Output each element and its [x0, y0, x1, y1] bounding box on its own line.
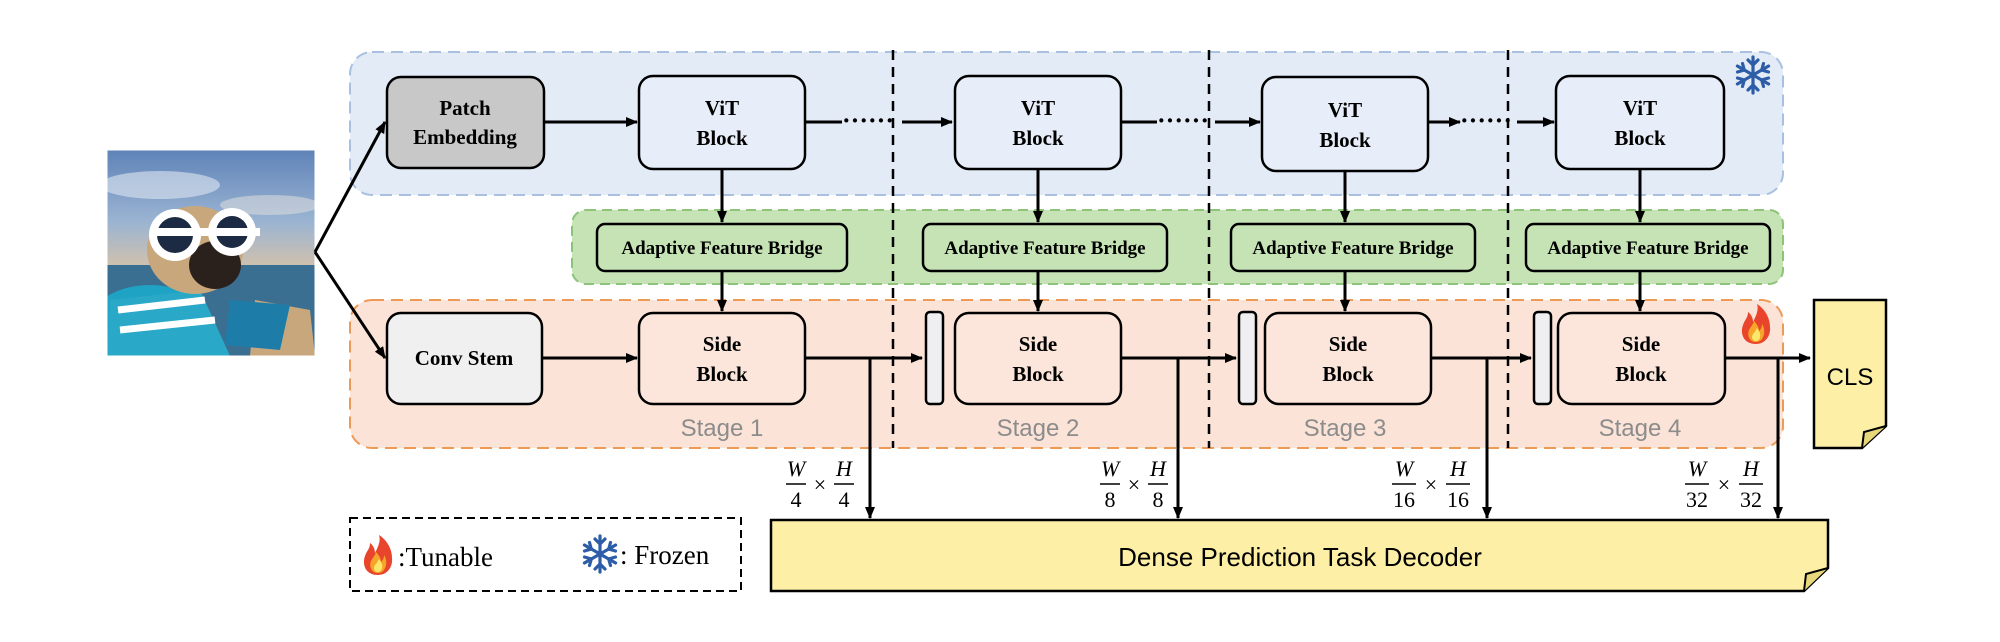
- legend-frozen-label: : Frozen: [620, 540, 710, 570]
- side-block-2-label-1: Side: [1019, 332, 1058, 356]
- decoder-label: Dense Prediction Task Decoder: [1118, 542, 1482, 572]
- side-block-1-label-1: Side: [703, 332, 742, 356]
- res-1-h-den: 4: [839, 487, 850, 512]
- stage-label-4: Stage 4: [1599, 415, 1682, 442]
- res-4-times: ×: [1718, 472, 1730, 497]
- side-block-2: Side Block: [953, 311, 1123, 406]
- res-2-h-den: 8: [1153, 487, 1164, 512]
- conv-stem-box: Conv Stem: [385, 311, 544, 406]
- bridge-4-label: Adaptive Feature Bridge: [1547, 238, 1748, 259]
- resolution-labels: W 4 × H 4 W 8 × H 8 W 16 × H 16 W: [786, 456, 1763, 512]
- vit-block-3-label-2: Block: [1319, 128, 1371, 152]
- vit-block-1-label-1: ViT: [705, 96, 739, 120]
- resolution-2: W 8 × H 8: [1100, 456, 1168, 512]
- patch-embedding-box: Patch Embedding: [385, 75, 546, 170]
- downsample-bar-4: [1532, 310, 1553, 406]
- bridge-region: [571, 209, 1784, 285]
- side-block-4: Side Block: [1556, 311, 1727, 406]
- res-4-w-den: 32: [1686, 487, 1708, 512]
- dense-prediction-decoder: Dense Prediction Task Decoder: [769, 518, 1830, 593]
- bridge-1-label: Adaptive Feature Bridge: [621, 238, 822, 259]
- ellipsis-1: ······: [842, 106, 894, 135]
- stage-labels: Stage 1 Stage 2 Stage 3 Stage 4: [681, 415, 1682, 442]
- ellipsis-2: ······: [1157, 106, 1209, 135]
- res-4-h: H: [1742, 456, 1760, 481]
- vit-block-1-label-2: Block: [696, 126, 748, 150]
- stage-separators: [891, 50, 1510, 448]
- adaptive-feature-bridge-2: Adaptive Feature Bridge: [921, 222, 1169, 273]
- stage-label-2: Stage 2: [997, 415, 1080, 442]
- res-1-w: W: [787, 456, 807, 481]
- stage-label-3: Stage 3: [1304, 415, 1387, 442]
- res-4-h-den: 32: [1740, 487, 1762, 512]
- side-block-4-label-2: Block: [1615, 362, 1667, 386]
- res-3-h-den: 16: [1447, 487, 1469, 512]
- patch-embedding-label-2: Embedding: [413, 125, 517, 149]
- resolution-1: W 4 × H 4: [786, 456, 854, 512]
- vit-block-3-label-1: ViT: [1328, 98, 1362, 122]
- vit-block-1: ViT Block: [637, 74, 807, 171]
- resolution-3: W 16 × H 16: [1392, 456, 1470, 512]
- vit-block-2-label-2: Block: [1012, 126, 1064, 150]
- vit-block-4: ViT Block: [1554, 74, 1726, 171]
- res-2-times: ×: [1128, 472, 1140, 497]
- vit-block-4-label-1: ViT: [1623, 96, 1657, 120]
- legend-tunable-label: :Tunable: [398, 542, 493, 572]
- vit-block-3: ViT Block: [1260, 75, 1430, 173]
- vit-block-4-label-2: Block: [1614, 126, 1666, 150]
- conv-stem-label: Conv Stem: [415, 346, 514, 370]
- res-3-w: W: [1395, 456, 1415, 481]
- res-1-w-den: 4: [791, 487, 802, 512]
- side-block-1: Side Block: [637, 311, 807, 406]
- side-block-3: Side Block: [1263, 311, 1433, 406]
- downsample-bar-3: [1237, 310, 1258, 406]
- side-block-3-label-1: Side: [1329, 332, 1368, 356]
- side-block-3-label-2: Block: [1322, 362, 1374, 386]
- bridge-2-label: Adaptive Feature Bridge: [944, 238, 1145, 259]
- vit-block-2-label-1: ViT: [1021, 96, 1055, 120]
- side-block-4-label-1: Side: [1622, 332, 1661, 356]
- adaptive-feature-bridge-4: Adaptive Feature Bridge: [1524, 222, 1772, 273]
- res-3-w-den: 16: [1393, 487, 1415, 512]
- vit-block-2: ViT Block: [953, 74, 1123, 171]
- adaptive-feature-bridge-1: Adaptive Feature Bridge: [595, 222, 849, 273]
- res-2-h: H: [1149, 456, 1167, 481]
- side-block-1-label-2: Block: [696, 362, 748, 386]
- resolution-4: W 32 × H 32: [1685, 456, 1763, 512]
- res-1-times: ×: [814, 472, 826, 497]
- res-3-times: ×: [1425, 472, 1437, 497]
- ellipsis-group: ······ ······ ······: [842, 106, 1512, 135]
- patch-embedding-label-1: Patch: [439, 96, 491, 120]
- connectors: [313, 117, 1811, 519]
- stage-label-1: Stage 1: [681, 415, 764, 442]
- cls-label: CLS: [1827, 364, 1874, 391]
- adaptive-feature-bridge-3: Adaptive Feature Bridge: [1229, 222, 1477, 273]
- cls-output: CLS: [1812, 298, 1888, 450]
- side-block-2-label-2: Block: [1012, 362, 1064, 386]
- res-1-h: H: [835, 456, 853, 481]
- res-2-w-den: 8: [1105, 487, 1116, 512]
- downsample-bar-2: [924, 310, 945, 406]
- bridge-3-label: Adaptive Feature Bridge: [1252, 238, 1453, 259]
- input-image: [107, 150, 315, 356]
- res-3-h: H: [1449, 456, 1467, 481]
- legend: :Tunable : Frozen: [349, 517, 742, 592]
- res-2-w: W: [1101, 456, 1121, 481]
- res-4-w: W: [1688, 456, 1708, 481]
- ellipsis-3: ······: [1460, 106, 1512, 135]
